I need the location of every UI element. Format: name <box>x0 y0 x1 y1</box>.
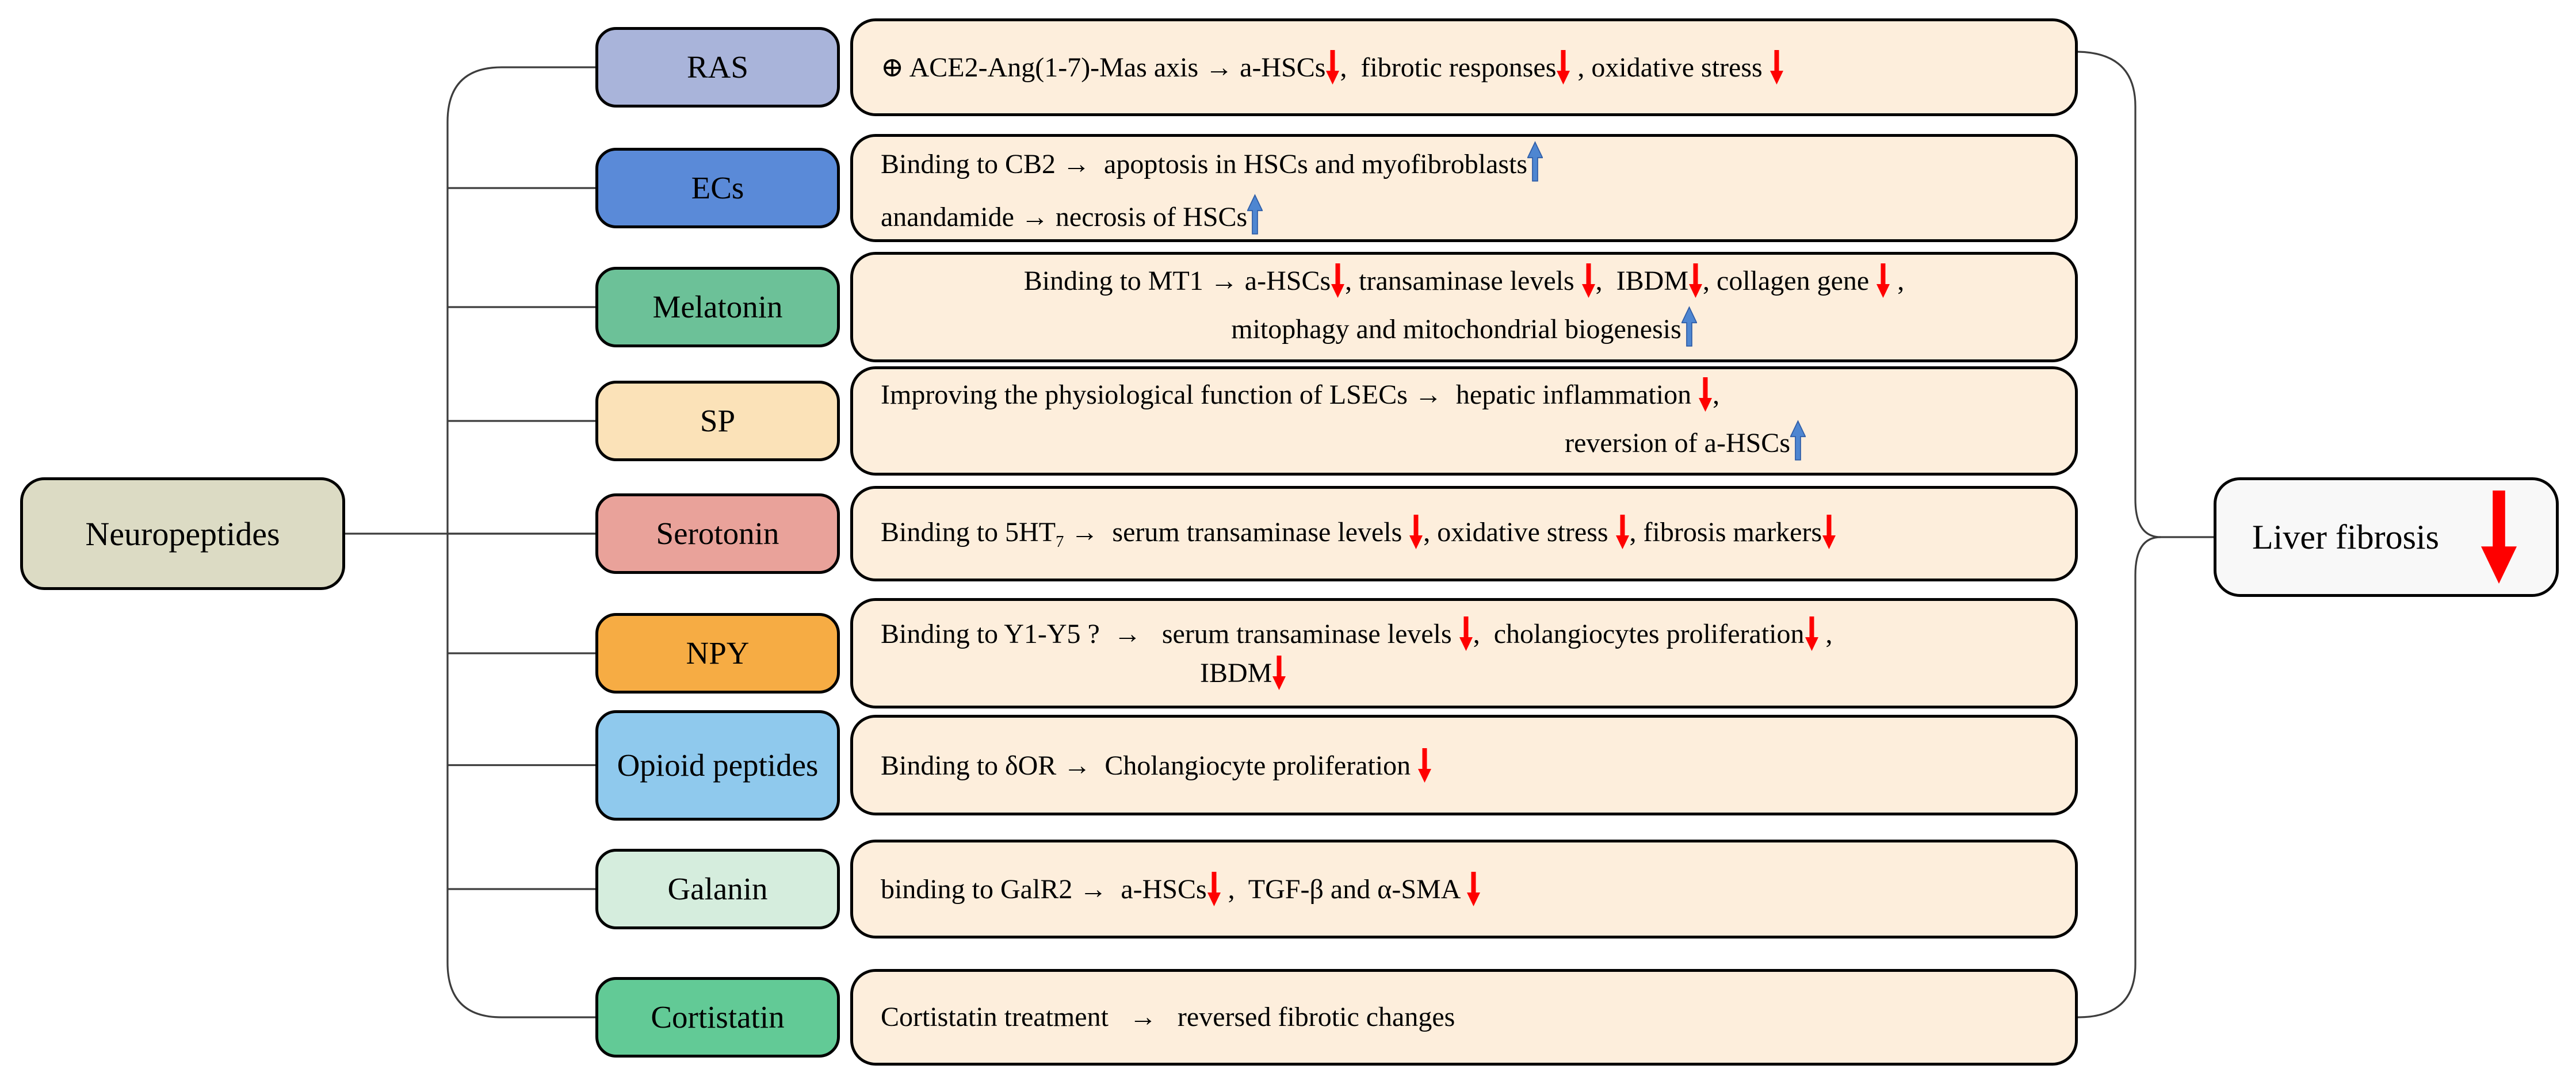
description-line: Improving the physiological function of … <box>881 377 2047 412</box>
liver-fibrosis-label: Liver fibrosis <box>2252 518 2439 556</box>
category-label-sp: SP <box>700 403 736 439</box>
category-box-ecs: ECs <box>595 148 840 228</box>
description-line: Cortistatin treatment → reversed fibroti… <box>881 1001 2047 1034</box>
category-box-ras: RAS <box>595 27 840 108</box>
description-box-ras: ⊕ ACE2-Ang(1-7)-Mas axis → a-HSCs , fibro… <box>850 18 2078 116</box>
category-label-npy: NPY <box>686 635 750 671</box>
description-box-melatonin: Binding to MT1 → a-HSCs , transaminase le… <box>850 252 2078 362</box>
neuropeptides-label: Neuropeptides <box>85 515 280 553</box>
description-text: IBDM <box>1200 658 1272 688</box>
description-text: , transaminase levels <box>1345 266 1581 296</box>
description-box-npy: Binding to Y1-Y5 ? → serum transaminase … <box>850 598 2078 708</box>
description-line: Binding to CB2 → apoptosis in HSCs and m… <box>881 137 2047 186</box>
description-box-galanin: binding to GalR2 → a-HSCs , TGF-β and α-… <box>850 840 2078 939</box>
down-arrow-icon <box>1769 50 1783 85</box>
category-label-cortistatin: Cortistatin <box>651 999 785 1035</box>
up-arrow-icon <box>1681 306 1697 347</box>
subscript-text: 7 <box>1056 533 1064 551</box>
down-arrow-icon <box>1581 263 1595 298</box>
description-text: , oxidative stress <box>1423 517 1615 548</box>
description-line: Binding to Y1-Y5 ? → serum transaminase … <box>881 616 2047 651</box>
description-text: reversion of a-HSCs <box>1565 428 1790 458</box>
category-label-serotonin: Serotonin <box>656 516 779 551</box>
description-text: Cortistatin treatment → reversed fibroti… <box>881 1001 1455 1032</box>
description-text: , fibrosis markers <box>1629 517 1822 548</box>
description-text: , <box>1713 380 1720 410</box>
description-text: , fibrotic responses <box>1340 52 1557 83</box>
down-arrow-icon <box>1409 515 1423 550</box>
description-text: ⊕ ACE2-Ang(1-7)-Mas axis → a-HSCs <box>881 52 1326 83</box>
description-text: → serum transaminase levels <box>1064 517 1409 548</box>
description-line: Binding to δOR → Cholangiocyte prolifera… <box>881 748 2047 783</box>
liver-fibrosis-box: Liver fibrosis <box>2214 477 2559 597</box>
description-text: mitophagy and mitochondrial biogenesis <box>1231 314 1681 344</box>
category-label-ras: RAS <box>687 49 748 85</box>
description-line: anandamide → necrosis of HSCs <box>881 190 2047 239</box>
down-arrow-icon <box>1418 748 1432 783</box>
description-text: , oxidative stress <box>1570 52 1769 83</box>
down-arrow-icon <box>1689 263 1703 298</box>
description-box-ecs: Binding to CB2 → apoptosis in HSCs and m… <box>850 134 2078 242</box>
down-arrow-icon <box>1272 656 1286 690</box>
category-label-ecs: ECs <box>691 170 744 206</box>
description-box-cortistatin: Cortistatin treatment → reversed fibroti… <box>850 969 2078 1066</box>
category-box-galanin: Galanin <box>595 849 840 929</box>
down-arrow-icon <box>1557 50 1570 85</box>
description-text: Binding to δOR → Cholangiocyte prolifera… <box>881 750 1418 781</box>
up-arrow-icon <box>1790 420 1806 461</box>
category-label-opioid: Opioid peptides <box>617 747 819 783</box>
description-text: , <box>1890 266 1905 296</box>
up-arrow-icon <box>1247 194 1263 235</box>
description-line: binding to GalR2 → a-HSCs , TGF-β and α-… <box>881 872 2047 906</box>
description-text: Binding to Y1-Y5 ? → serum transaminase … <box>881 619 1459 649</box>
down-arrow-icon <box>1876 263 1890 298</box>
category-label-melatonin: Melatonin <box>652 289 783 325</box>
category-box-sp: SP <box>595 381 840 461</box>
description-text: anandamide → necrosis of HSCs <box>881 202 1248 232</box>
big-down-arrow-icon <box>2481 491 2517 584</box>
category-label-galanin: Galanin <box>667 871 768 907</box>
description-text: Binding to 5HT <box>881 517 1056 548</box>
description-text: , cholangiocytes proliferation <box>1473 619 1805 649</box>
description-box-opioid: Binding to δOR → Cholangiocyte prolifera… <box>850 715 2078 815</box>
category-box-opioid: Opioid peptides <box>595 710 840 821</box>
down-arrow-icon <box>1207 872 1221 906</box>
category-box-melatonin: Melatonin <box>595 267 840 347</box>
down-arrow-icon <box>1805 616 1818 651</box>
description-text: binding to GalR2 → a-HSCs <box>881 874 1207 905</box>
description-text: , IBDM <box>1595 266 1689 296</box>
down-arrow-icon <box>1822 515 1836 550</box>
description-box-sp: Improving the physiological function of … <box>850 366 2078 476</box>
description-line: Binding to MT1 → a-HSCs , transaminase le… <box>881 263 2047 298</box>
down-arrow-icon <box>1699 377 1713 412</box>
down-arrow-icon <box>1459 616 1473 651</box>
down-arrow-icon <box>1326 50 1340 85</box>
neuropeptides-box: Neuropeptides <box>20 477 345 590</box>
description-text: Binding to MT1 → a-HSCs <box>1023 266 1331 296</box>
category-box-serotonin: Serotonin <box>595 493 840 574</box>
description-text: Binding to CB2 → apoptosis in HSCs and m… <box>881 149 1528 179</box>
description-box-serotonin: Binding to 5HT7 → serum transaminase lev… <box>850 486 2078 581</box>
down-arrow-icon <box>1466 872 1480 906</box>
category-box-npy: NPY <box>595 613 840 694</box>
description-text: , collagen gene <box>1703 266 1876 296</box>
down-arrow-icon <box>1615 515 1629 550</box>
description-text: , <box>1818 619 1833 649</box>
description-line: mitophagy and mitochondrial biogenesis <box>881 302 2047 351</box>
down-arrow-icon <box>1331 263 1345 298</box>
description-text: , TGF-β and α-SMA <box>1221 874 1466 905</box>
description-line: Binding to 5HT7 → serum transaminase lev… <box>881 515 2047 552</box>
up-arrow-icon <box>1527 141 1543 182</box>
description-line: IBDM <box>881 656 2047 690</box>
description-line: ⊕ ACE2-Ang(1-7)-Mas axis → a-HSCs , fibro… <box>881 50 2047 85</box>
category-box-cortistatin: Cortistatin <box>595 977 840 1058</box>
description-text: Improving the physiological function of … <box>881 380 1699 410</box>
description-line: reversion of a-HSCs <box>881 416 2047 465</box>
